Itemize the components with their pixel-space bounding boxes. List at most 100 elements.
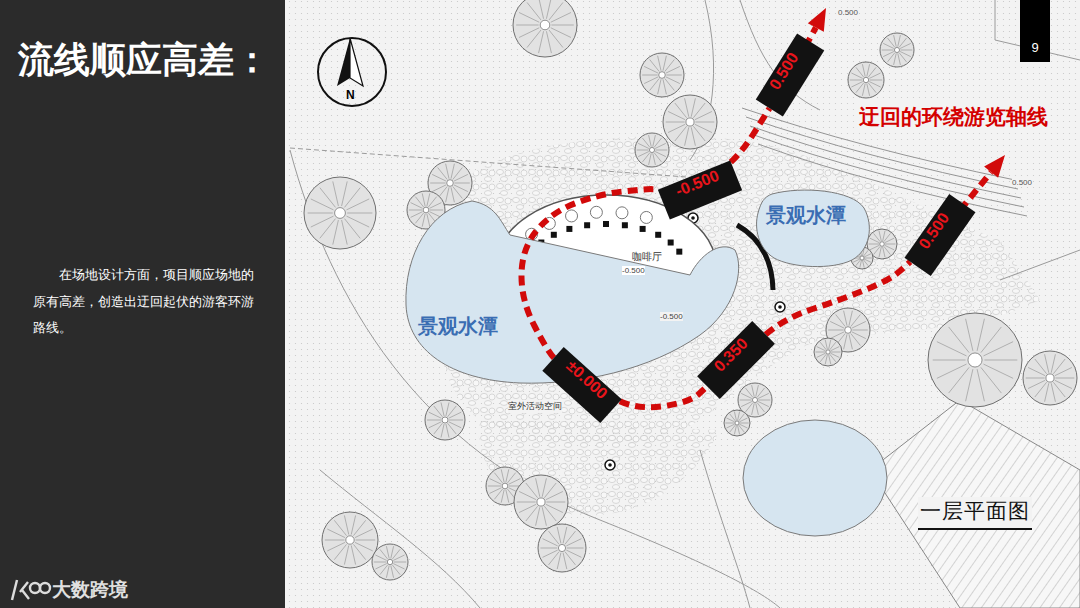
tree-branch	[870, 245, 879, 250]
tree-branch	[356, 540, 376, 541]
tree-branch	[517, 502, 536, 503]
tree-trunk	[540, 20, 550, 30]
tree-branch	[1028, 380, 1045, 388]
route-arrowhead	[808, 8, 826, 32]
tree-trunk	[752, 397, 757, 402]
tree-crown	[304, 177, 376, 249]
tree-branch	[642, 75, 657, 76]
tree-branch	[427, 193, 430, 206]
tree-branch	[844, 311, 847, 326]
tree-trunk	[537, 498, 545, 506]
tree-branch	[825, 355, 827, 365]
column-symbol	[551, 232, 557, 238]
tree-branch	[392, 565, 400, 575]
tree-branch	[501, 469, 504, 482]
column-symbol	[622, 222, 628, 228]
tree-branch	[740, 423, 749, 424]
tree-branch	[453, 186, 463, 198]
body-text: 在场地设计方面，项目顺应场地的原有高差，创造出迂回起伏的游客环游路线。	[33, 262, 265, 342]
tree-crown	[514, 475, 568, 529]
tree-branch	[966, 369, 973, 401]
tree-branch	[447, 423, 456, 434]
tree-branch	[516, 25, 538, 26]
tree-branch	[675, 103, 687, 118]
tree-symbol	[322, 512, 378, 568]
tree-trunk	[558, 544, 565, 551]
tree-branch	[351, 545, 355, 564]
tree-branch	[867, 64, 870, 76]
tree-branch	[549, 531, 559, 544]
tree-branch	[342, 181, 348, 206]
tree-symbol	[928, 313, 1022, 407]
tree-branch	[884, 246, 891, 254]
tree-trunk	[1046, 374, 1054, 382]
logo-icon	[12, 580, 50, 600]
tree-crown	[814, 338, 842, 366]
tree-branch	[899, 53, 906, 62]
column-symbol	[668, 240, 674, 246]
tree-branch	[830, 332, 844, 339]
tree-branch	[557, 553, 561, 569]
tree-branch	[851, 333, 861, 345]
tree-branch	[422, 214, 425, 227]
tree-branch	[333, 220, 339, 245]
tree-branch	[391, 546, 394, 558]
tree-crown	[880, 33, 914, 67]
tree-symbol	[640, 53, 684, 97]
tree-branch	[730, 414, 736, 421]
tree-branch	[725, 423, 734, 424]
tree-crown	[513, 0, 577, 57]
tree-branch	[894, 35, 897, 47]
tree-branch	[1051, 354, 1055, 372]
tree-branch	[544, 506, 556, 521]
tree-branch	[1055, 367, 1072, 375]
tree-branch	[430, 210, 443, 211]
tree-branch	[543, 550, 558, 557]
tree-branch	[879, 247, 881, 257]
tree-branch	[391, 566, 394, 578]
tree-branch	[862, 260, 864, 268]
tree-branch	[649, 153, 652, 165]
tree-branch	[977, 369, 984, 401]
elevation-note: -0.500	[660, 312, 683, 321]
tree-trunk	[649, 147, 654, 152]
route-arrowhead	[984, 155, 1005, 178]
tree-branch	[449, 420, 463, 421]
tree-branch	[526, 483, 538, 498]
tree-branch	[344, 545, 348, 564]
tree-branch	[900, 50, 912, 51]
column-symbol	[566, 226, 572, 232]
tree-branch	[898, 35, 901, 47]
tree-branch	[429, 422, 442, 428]
tree-branch	[506, 469, 509, 482]
tree-branch	[900, 43, 911, 48]
plan-ground	[285, 0, 1080, 608]
column-symbol	[655, 232, 661, 238]
tree-branch	[393, 555, 404, 560]
tree-branch	[386, 566, 389, 578]
tree-branch	[355, 529, 373, 538]
tree-trunk	[845, 327, 852, 334]
tree-branch	[344, 219, 360, 239]
tree-trunk	[686, 118, 694, 126]
tree-branch	[849, 311, 852, 326]
tree-branch	[981, 367, 1002, 393]
tree-branch	[551, 13, 571, 23]
tree-branch	[454, 174, 468, 181]
tree-branch	[850, 80, 863, 81]
tree-branch	[977, 319, 984, 351]
tree-branch	[741, 401, 752, 406]
tree-branch	[519, 28, 539, 38]
tree-branch	[308, 213, 333, 214]
tree-branch	[653, 153, 656, 165]
tree-branch	[451, 164, 454, 179]
tree-symbol	[663, 95, 717, 149]
tree-symbol	[538, 524, 586, 572]
tree-branch	[565, 552, 575, 565]
tree-crown	[635, 133, 669, 167]
building-outline	[493, 192, 719, 340]
seat-symbol	[590, 206, 602, 218]
tree-branch	[1045, 354, 1049, 372]
tree-branch	[663, 79, 666, 94]
